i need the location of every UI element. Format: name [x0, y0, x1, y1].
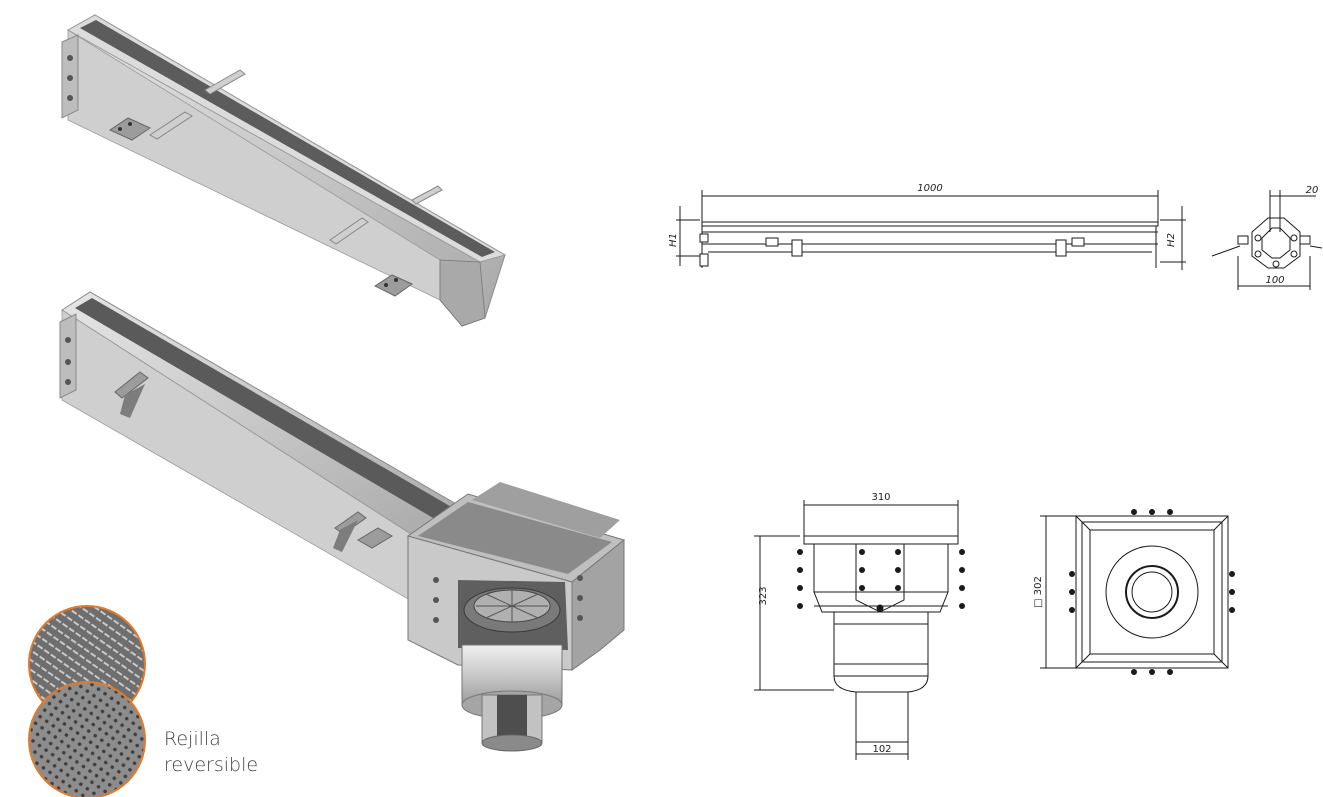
- sump-front-bolts: [797, 549, 965, 612]
- h1-dim-label: H1: [668, 233, 679, 247]
- channel-section-drawing: [1211, 190, 1323, 290]
- h2-dim-label: H2: [1166, 233, 1177, 247]
- grille-caption-line1: Rejilla: [164, 728, 221, 750]
- sump-size-label: □ 302: [1033, 576, 1044, 608]
- sump-front-drawing: [754, 500, 959, 760]
- outlet-dim-label: 102: [872, 744, 891, 755]
- sump-height-label: 323: [758, 586, 769, 605]
- channel-with-sump-render: [59, 291, 626, 752]
- width-dim-label: 100: [1265, 275, 1284, 286]
- grille-face-b-ring: [28, 681, 146, 797]
- sump-top-drawing: [1040, 515, 1229, 669]
- channel-render: [61, 14, 507, 327]
- sump-width-label: 310: [871, 492, 890, 503]
- sump-top-bolts: [1069, 509, 1235, 675]
- grille-detail: [28, 605, 146, 797]
- length-dim-label: 1000: [917, 183, 942, 194]
- flange-dim-label: 20: [1306, 185, 1319, 196]
- grille-caption-line2: reversible: [164, 754, 259, 776]
- channel-side-drawing: [676, 190, 1186, 270]
- grille-caption: Rejilla reversible: [164, 726, 258, 778]
